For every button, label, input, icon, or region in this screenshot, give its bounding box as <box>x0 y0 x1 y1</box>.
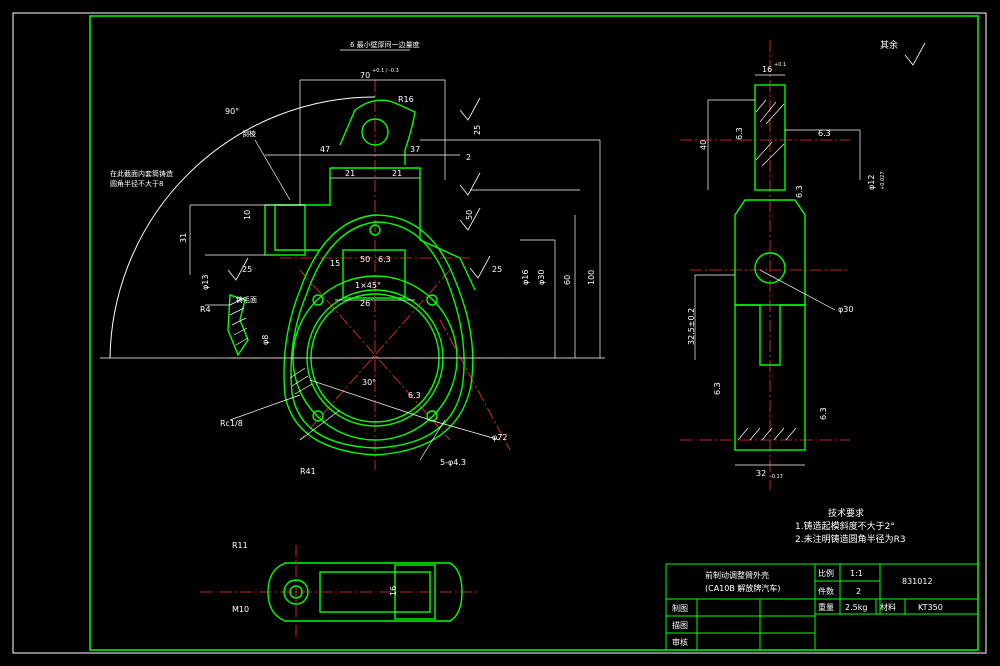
dim-ra25-top: 25 <box>473 125 482 135</box>
weight-value: 2.5kg <box>845 603 867 612</box>
side-ra-a: 6.3 <box>735 127 744 140</box>
casting-label: 铸毛面 <box>236 295 257 304</box>
casting-note-2: 圆角半径不大于8 <box>110 179 163 188</box>
drawing-number: 831012 <box>902 577 933 586</box>
dim-r16: R16 <box>398 95 414 104</box>
side-phi30: φ30 <box>838 305 853 314</box>
side-ra-c: 6.3 <box>795 185 804 198</box>
title-block: 前制动调整臂外壳 (CA10B 解放牌汽车) 比例 1:1 件数 2 83101… <box>665 563 979 651</box>
material-value: KT350 <box>918 603 943 612</box>
dim-21a: 21 <box>345 169 355 178</box>
quantity-label: 件数 <box>818 586 834 596</box>
side-dimension-lines <box>694 74 861 466</box>
side-ra-right: 6.3 <box>819 407 828 420</box>
bottom-r11: R11 <box>232 541 248 550</box>
side-centerlines <box>680 40 850 490</box>
bottom-m10: M10 <box>232 605 249 614</box>
tech-requirements: 技术要求 1.铸造起模斜度不大于2° 2.未注明铸造圆角半径为R3 <box>795 507 906 545</box>
angle-sweep-arc <box>109 96 376 359</box>
side-dim-32-5: 32.5±0.2 <box>687 308 696 345</box>
outer-frame <box>12 12 987 654</box>
dim-holes: 5-φ4.3 <box>440 458 466 467</box>
dim-phi8: φ8 <box>261 335 270 345</box>
front-dimension-texts: 6 最小壁厚间一边量度 70 R16 25 47 37 2 21 21 50 1… <box>179 40 596 476</box>
dim-top-note: 6 最小壁厚间一边量度 <box>350 40 420 49</box>
side-dimension-texts: 16 40 6.3 6.3 6.3 φ12 φ30 32.5±0.2 6.3 6… <box>687 65 876 478</box>
side-phi12-tolerance: +0.027 <box>880 171 886 190</box>
dim-rc18: Rc1/8 <box>220 419 243 428</box>
quantity-value: 2 <box>856 587 861 596</box>
side-dim-32-tolerance: -0.17 <box>770 474 783 480</box>
casting-note-1: 在此截面内套筒铸造 <box>110 169 173 178</box>
drawn-label: 制图 <box>672 603 688 613</box>
bottom-dimension-texts: R11 M10 16 <box>232 541 398 614</box>
front-annotations: 倒棱 在此截面内套筒铸造 圆角半径不大于8 铸毛面 <box>110 129 257 304</box>
side-dim-40: 40 <box>699 140 708 150</box>
dim-2: 2 <box>466 153 471 162</box>
bottom-outline <box>267 562 463 622</box>
dim-phi16: φ16 <box>521 270 530 285</box>
dim-6-3b: 6.3 <box>408 391 421 400</box>
title-block-grid <box>665 563 979 651</box>
dim-26: 26 <box>360 299 370 308</box>
dim-chamfer: 1×45° <box>355 281 381 290</box>
scale-value: 1:1 <box>850 569 863 578</box>
bottom-dim-16: 16 <box>389 586 398 596</box>
dim-15: 15 <box>330 259 340 268</box>
bottom-view: R11 M10 16 <box>200 541 480 640</box>
dim-6-3: 6.3 <box>378 255 391 264</box>
front-centerlines <box>230 80 520 470</box>
tech-item-2: 2.未注明铸造圆角半径为R3 <box>795 533 906 545</box>
dim-47: 47 <box>320 145 330 154</box>
drawing-border <box>89 15 979 651</box>
side-ra-left: 6.3 <box>713 382 722 395</box>
dim-r41: R41 <box>300 467 316 476</box>
dim-ra25-left: 25 <box>242 265 252 274</box>
dim-phi13: φ13 <box>201 275 210 290</box>
side-dim-32: 32 <box>756 469 766 478</box>
bottom-centerlines <box>200 545 480 640</box>
dim-37: 37 <box>410 145 420 154</box>
side-phi12: φ12 <box>867 175 876 190</box>
dim-phi72: φ72 <box>492 433 507 442</box>
dim-ra50: 50 <box>465 210 474 220</box>
roughness-rest-label: 其余 <box>880 39 898 51</box>
roughness-symbols <box>227 42 926 281</box>
tech-item-1: 1.铸造起模斜度不大于2° <box>795 520 895 532</box>
dim-50: 50 <box>360 255 370 264</box>
side-hatch <box>737 99 797 441</box>
dim-70: 70 <box>360 71 370 80</box>
dim-60: 60 <box>563 275 572 285</box>
front-view: 6 最小壁厚间一边量度 70 R16 25 47 37 2 21 21 50 1… <box>100 40 926 476</box>
dim-31: 31 <box>179 233 188 243</box>
tech-title: 技术要求 <box>828 507 864 519</box>
dim-21b: 21 <box>392 169 402 178</box>
front-outline <box>227 99 476 456</box>
title-block-texts: 前制动调整臂外壳 (CA10B 解放牌汽车) 比例 1:1 件数 2 83101… <box>672 568 943 647</box>
scale-label: 比例 <box>818 568 834 578</box>
dim-angle-30: 30° <box>362 378 376 387</box>
side-dim-16-tolerance: +0.1 <box>774 62 786 68</box>
side-view: 16 40 6.3 6.3 6.3 φ12 φ30 32.5±0.2 6.3 6… <box>680 40 876 490</box>
part-name: 前制动调整臂外壳 <box>705 570 769 580</box>
dim-r4: R4 <box>200 305 211 314</box>
dim-ra25-right: 25 <box>492 265 502 274</box>
approved-label: 审核 <box>672 637 688 647</box>
dim-angle-90: 90° <box>225 107 239 116</box>
material-label: 材料 <box>880 602 896 612</box>
front-hatch <box>229 297 313 395</box>
chamfer-note: 倒棱 <box>242 129 256 138</box>
checked-label: 描图 <box>672 620 688 630</box>
dim-70-tolerance: +0.1 / -0.3 <box>372 68 399 74</box>
weight-label: 重量 <box>818 602 834 612</box>
front-dimension-lines <box>100 49 605 461</box>
side-dim-16: 16 <box>762 65 772 74</box>
dim-100: 100 <box>587 270 596 285</box>
dim-10: 10 <box>243 210 252 220</box>
side-ra-b: 6.3 <box>818 129 831 138</box>
dim-phi30: φ30 <box>537 270 546 285</box>
part-model: (CA10B 解放牌汽车) <box>705 583 781 593</box>
